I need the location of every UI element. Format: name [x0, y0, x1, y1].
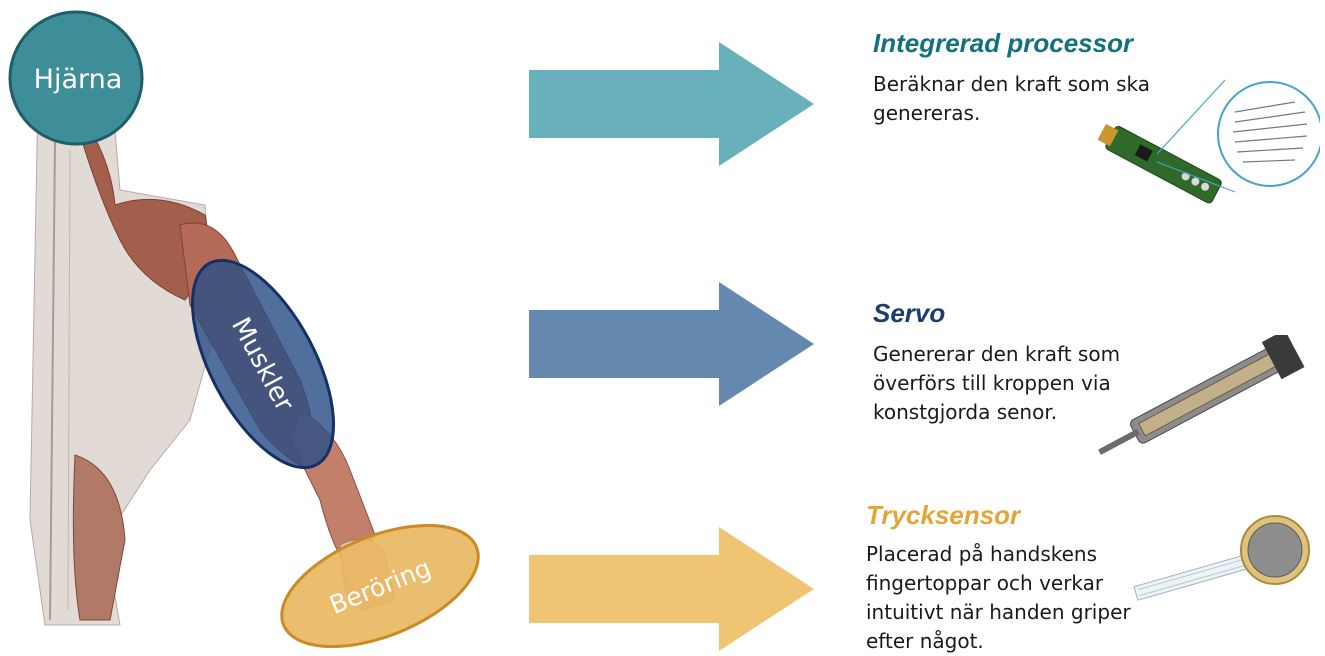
brain-label-badge: Hjärna — [8, 10, 144, 146]
processor-title: Integrerad processor — [873, 28, 1134, 58]
servo-description: Genererar den kraft som överförs till kr… — [873, 342, 1121, 424]
arrow-to-processor-icon — [529, 42, 814, 166]
touch-label-badge: Beröring — [280, 523, 480, 649]
pressure-sensor-icon — [1133, 515, 1310, 601]
arrow-to-sensor-icon — [529, 527, 814, 651]
hip-shape — [72, 454, 126, 621]
muscles-label-badge: Muskler — [190, 258, 336, 470]
sensor-title: Trycksensor — [866, 500, 1021, 530]
arm-anatomy-illustration: Hjärna Muskler Beröring — [8, 10, 480, 649]
circuit-board-icon — [1097, 79, 1320, 204]
servo-actuator-icon — [1098, 335, 1305, 455]
sensor-description: Placerad på handskens fingertoppar och v… — [866, 542, 1131, 653]
servo-title: Servo — [873, 298, 946, 328]
spine-line — [67, 149, 71, 611]
arrow-to-servo-icon — [529, 282, 814, 406]
processor-description: Beräknar den kraft som ska genereras. — [873, 72, 1150, 125]
spine-line — [49, 139, 56, 621]
brain-label-text: Hjärna — [34, 64, 123, 95]
